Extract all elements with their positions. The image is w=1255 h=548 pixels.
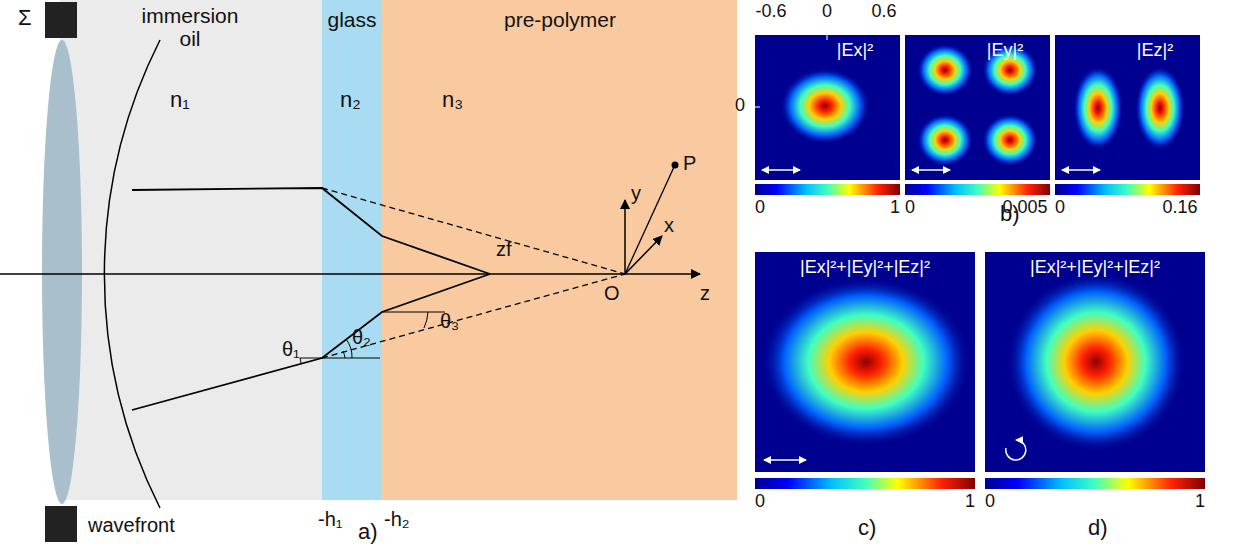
figure-label: -h₂: [384, 508, 410, 530]
figure-label: O: [604, 282, 620, 304]
node-label: immersion oil: [135, 4, 245, 50]
figure-label: c): [858, 516, 876, 540]
figure-label: θ₂: [352, 326, 371, 348]
figure-label: θ₃: [440, 310, 459, 332]
figure-label: 1: [890, 198, 900, 218]
node-label: |Ex|²+|Ey|²+|Ez|²: [800, 258, 930, 278]
figure-label: z: [700, 282, 710, 304]
figure-label: 0: [822, 2, 832, 22]
figure-label: wavefront: [88, 514, 175, 536]
figure-label: -h₁: [318, 508, 343, 530]
figure-label: 0.16: [1162, 198, 1197, 218]
figure-label: y: [631, 182, 641, 204]
node-label: n₁: [170, 88, 190, 112]
figure-label: d): [1088, 516, 1108, 540]
layer-band: pre-polymer n₃: [382, 0, 737, 500]
node-label: |Ex|²+|Ey|²+|Ez|²: [1030, 258, 1160, 278]
figure-label: -0.6: [755, 2, 786, 22]
figure-label: θ₁: [282, 338, 300, 360]
layer-band: immersion oil n₁: [60, 0, 322, 500]
figure-label: 0: [735, 96, 745, 116]
figure-label: x: [664, 214, 674, 236]
node-label: |Ex|²: [837, 41, 873, 61]
field-panel: |Ex|²+|Ey|²+|Ez|²: [755, 252, 975, 472]
node-label: glass: [327, 8, 376, 31]
figure-label: 1: [965, 492, 975, 512]
figure-label: 0: [985, 492, 995, 512]
field-panel: |Ez|²: [1055, 35, 1200, 180]
field-panel: |Ey|²: [905, 35, 1050, 180]
node-label: pre-polymer: [504, 8, 616, 31]
figure-label: 0: [1055, 198, 1065, 218]
node-label: n₂: [340, 88, 361, 112]
field-panel: |Ex|²: [755, 35, 900, 180]
figure-label: Σ: [18, 6, 32, 30]
layer-band: glass n₂: [322, 0, 382, 500]
node-label: |Ez|²: [1137, 41, 1173, 61]
node-label: |Ey|²: [987, 41, 1023, 61]
figure-label: 0: [755, 492, 765, 512]
field-panel: |Ex|²+|Ey|²+|Ez|²: [985, 252, 1205, 472]
figure-label: 0.005: [1002, 198, 1047, 218]
figure-label: 1: [1195, 492, 1205, 512]
figure-label: P: [683, 152, 696, 174]
figure-label: a): [358, 520, 378, 544]
figure-label: zf: [496, 238, 512, 260]
node-label: n₃: [442, 88, 463, 112]
figure-label: 0.6: [871, 2, 896, 22]
figure-label: 0: [755, 198, 765, 218]
figure-label: 0: [905, 198, 915, 218]
